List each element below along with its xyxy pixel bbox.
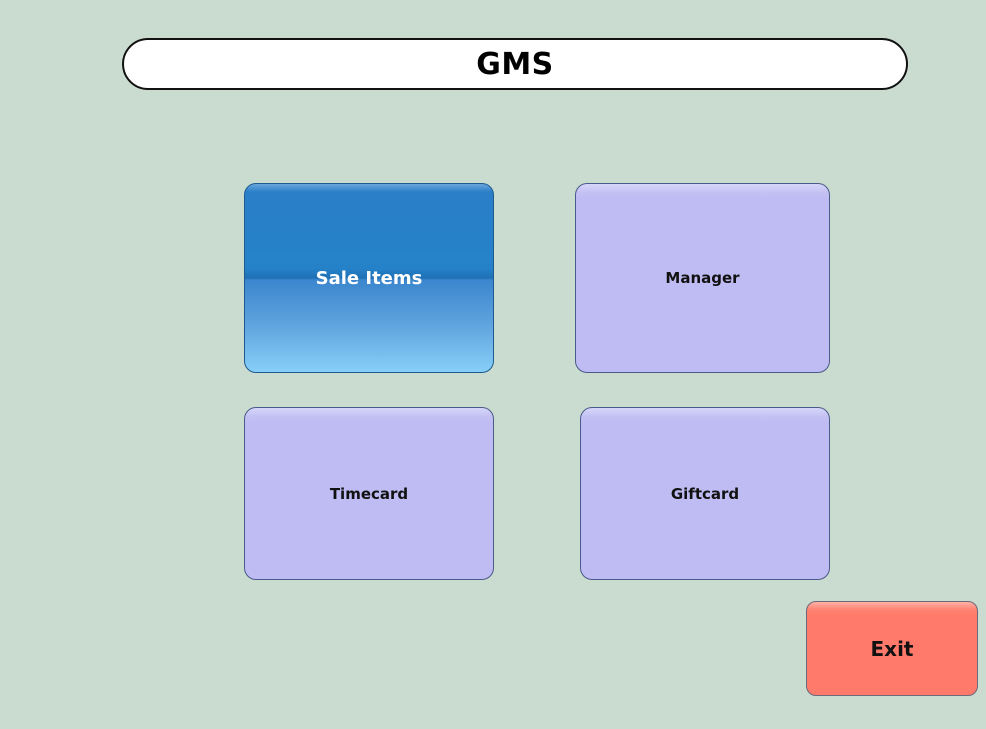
sale-items-label: Sale Items — [315, 267, 423, 289]
manager-button[interactable]: Manager — [575, 183, 830, 373]
exit-label: Exit — [870, 636, 914, 661]
app-title: GMS — [476, 46, 554, 82]
timecard-button[interactable]: Timecard — [244, 407, 494, 580]
manager-label: Manager — [665, 269, 740, 287]
timecard-label: Timecard — [329, 484, 409, 503]
giftcard-button[interactable]: Giftcard — [580, 407, 830, 580]
app-title-bar: GMS — [122, 38, 908, 90]
exit-button[interactable]: Exit — [806, 601, 978, 696]
sale-items-button[interactable]: Sale Items — [244, 183, 494, 373]
giftcard-label: Giftcard — [670, 484, 740, 503]
